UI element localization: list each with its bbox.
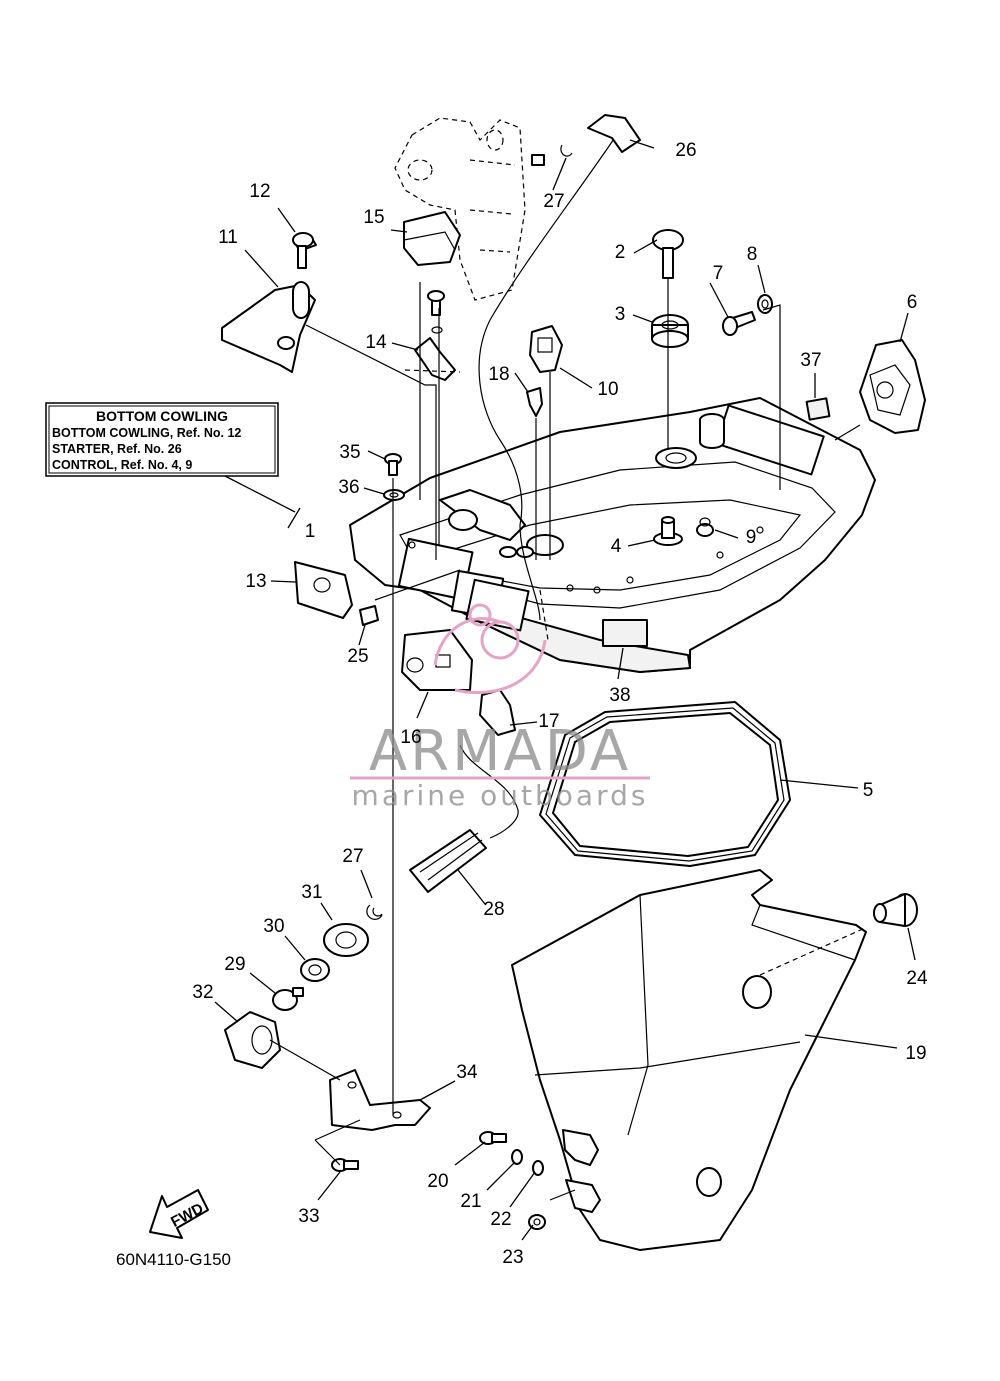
callout-22: 22 [490, 1209, 511, 1230]
callout-14: 14 [365, 332, 387, 353]
bolt-12-part [292, 232, 317, 269]
grommet-29-part [272, 987, 304, 1011]
bracket-11-part [221, 281, 316, 373]
clip-27-lower-part [366, 904, 383, 920]
callout-3: 3 [615, 304, 626, 325]
callout-27-upper: 27 [543, 191, 564, 212]
callout-32: 32 [192, 982, 213, 1003]
callout-31: 31 [301, 882, 322, 903]
watermark-logo-mark [433, 603, 547, 695]
callout-5: 5 [863, 780, 874, 801]
engine-block-outline [394, 117, 526, 301]
callout-15: 15 [363, 207, 384, 228]
fwd-arrow: FWD [149, 1189, 209, 1239]
bracket-14-part [414, 290, 456, 381]
armada-watermark: ARMADA marine outboards [350, 603, 650, 812]
label-box-line-3: CONTROL, Ref. No. 4, 9 [52, 458, 192, 472]
clip-27-upper-part [531, 144, 573, 166]
callout-13: 13 [245, 571, 266, 592]
callout-19: 19 [905, 1043, 926, 1064]
callout-38: 38 [609, 685, 630, 706]
cover-13-part [294, 561, 353, 619]
callout-12: 12 [249, 181, 270, 202]
seal-ring-part [539, 701, 791, 867]
callout-leaders [214, 139, 916, 1241]
callout-34: 34 [456, 1062, 478, 1083]
label-box-line-2: STARTER, Ref. No. 26 [52, 442, 182, 456]
washer-8-part [757, 294, 773, 314]
callout-23: 23 [502, 1247, 523, 1268]
bolt-2-part [652, 229, 684, 279]
grommet-24-part [873, 893, 918, 927]
washer-36-part [383, 489, 405, 501]
bracket-34-part [329, 1069, 431, 1131]
callout-26: 26 [675, 140, 696, 161]
callout-24: 24 [906, 968, 928, 989]
callout-30: 30 [263, 916, 284, 937]
label-37-part [805, 397, 831, 421]
lever-6-part [859, 339, 926, 434]
holder-10-part [529, 325, 563, 373]
fasteners-20-23-part [479, 1131, 546, 1230]
washer-30-part [300, 958, 330, 982]
label-box: BOTTOM COWLING BOTTOM COWLING, Ref. No. … [45, 402, 301, 529]
callout-25: 25 [347, 646, 368, 667]
callout-9: 9 [746, 527, 757, 548]
screw-35-part [384, 453, 402, 476]
starter-hose-part [478, 114, 641, 621]
grommet-25-part [359, 605, 379, 626]
cable-28-part [409, 744, 519, 893]
callout-20: 20 [427, 1171, 448, 1192]
grommet-3-part [651, 314, 689, 348]
callout-10: 10 [597, 379, 618, 400]
callout-11: 11 [218, 227, 238, 248]
bolt-7-part [722, 311, 756, 336]
bottom-cowling-part [349, 397, 876, 673]
label-box-title: BOTTOM COWLING [96, 408, 228, 424]
callout-28: 28 [483, 899, 504, 920]
block-15-part [403, 211, 461, 266]
label-box-line-1: BOTTOM COWLING, Ref. No. 12 [52, 426, 241, 440]
diagram-code: 60N4110-G150 [116, 1250, 231, 1269]
callout-37: 37 [800, 350, 821, 371]
callout-36: 36 [338, 477, 359, 498]
callout-8: 8 [747, 244, 758, 265]
clip-18-part [526, 387, 543, 417]
callout-7: 7 [713, 263, 724, 284]
callout-1: 1 [305, 521, 316, 542]
callout-4: 4 [611, 536, 622, 557]
nut-9-part [696, 517, 714, 537]
callout-18: 18 [488, 364, 509, 385]
callout-2: 2 [615, 242, 626, 263]
callout-33: 33 [298, 1206, 319, 1227]
callout-16: 16 [400, 727, 421, 748]
nut-31-part [323, 923, 369, 957]
bushing-32-part [224, 1011, 281, 1069]
stud-4-part [653, 516, 683, 546]
callout-numbers: 1 2 3 4 5 6 7 8 9 10 11 12 13 14 15 16 1… [192, 140, 928, 1268]
callout-21: 21 [460, 1191, 481, 1212]
callout-17: 17 [538, 711, 559, 732]
watermark-brand: ARMADA [369, 719, 631, 784]
callout-27-lower: 27 [342, 846, 363, 867]
lower-cowling-part [511, 869, 867, 1251]
callout-6: 6 [907, 292, 918, 313]
callout-35: 35 [339, 442, 360, 463]
assembly-lines [269, 278, 866, 1201]
watermark-tagline: marine outboards [352, 779, 649, 812]
callout-29: 29 [224, 954, 245, 975]
